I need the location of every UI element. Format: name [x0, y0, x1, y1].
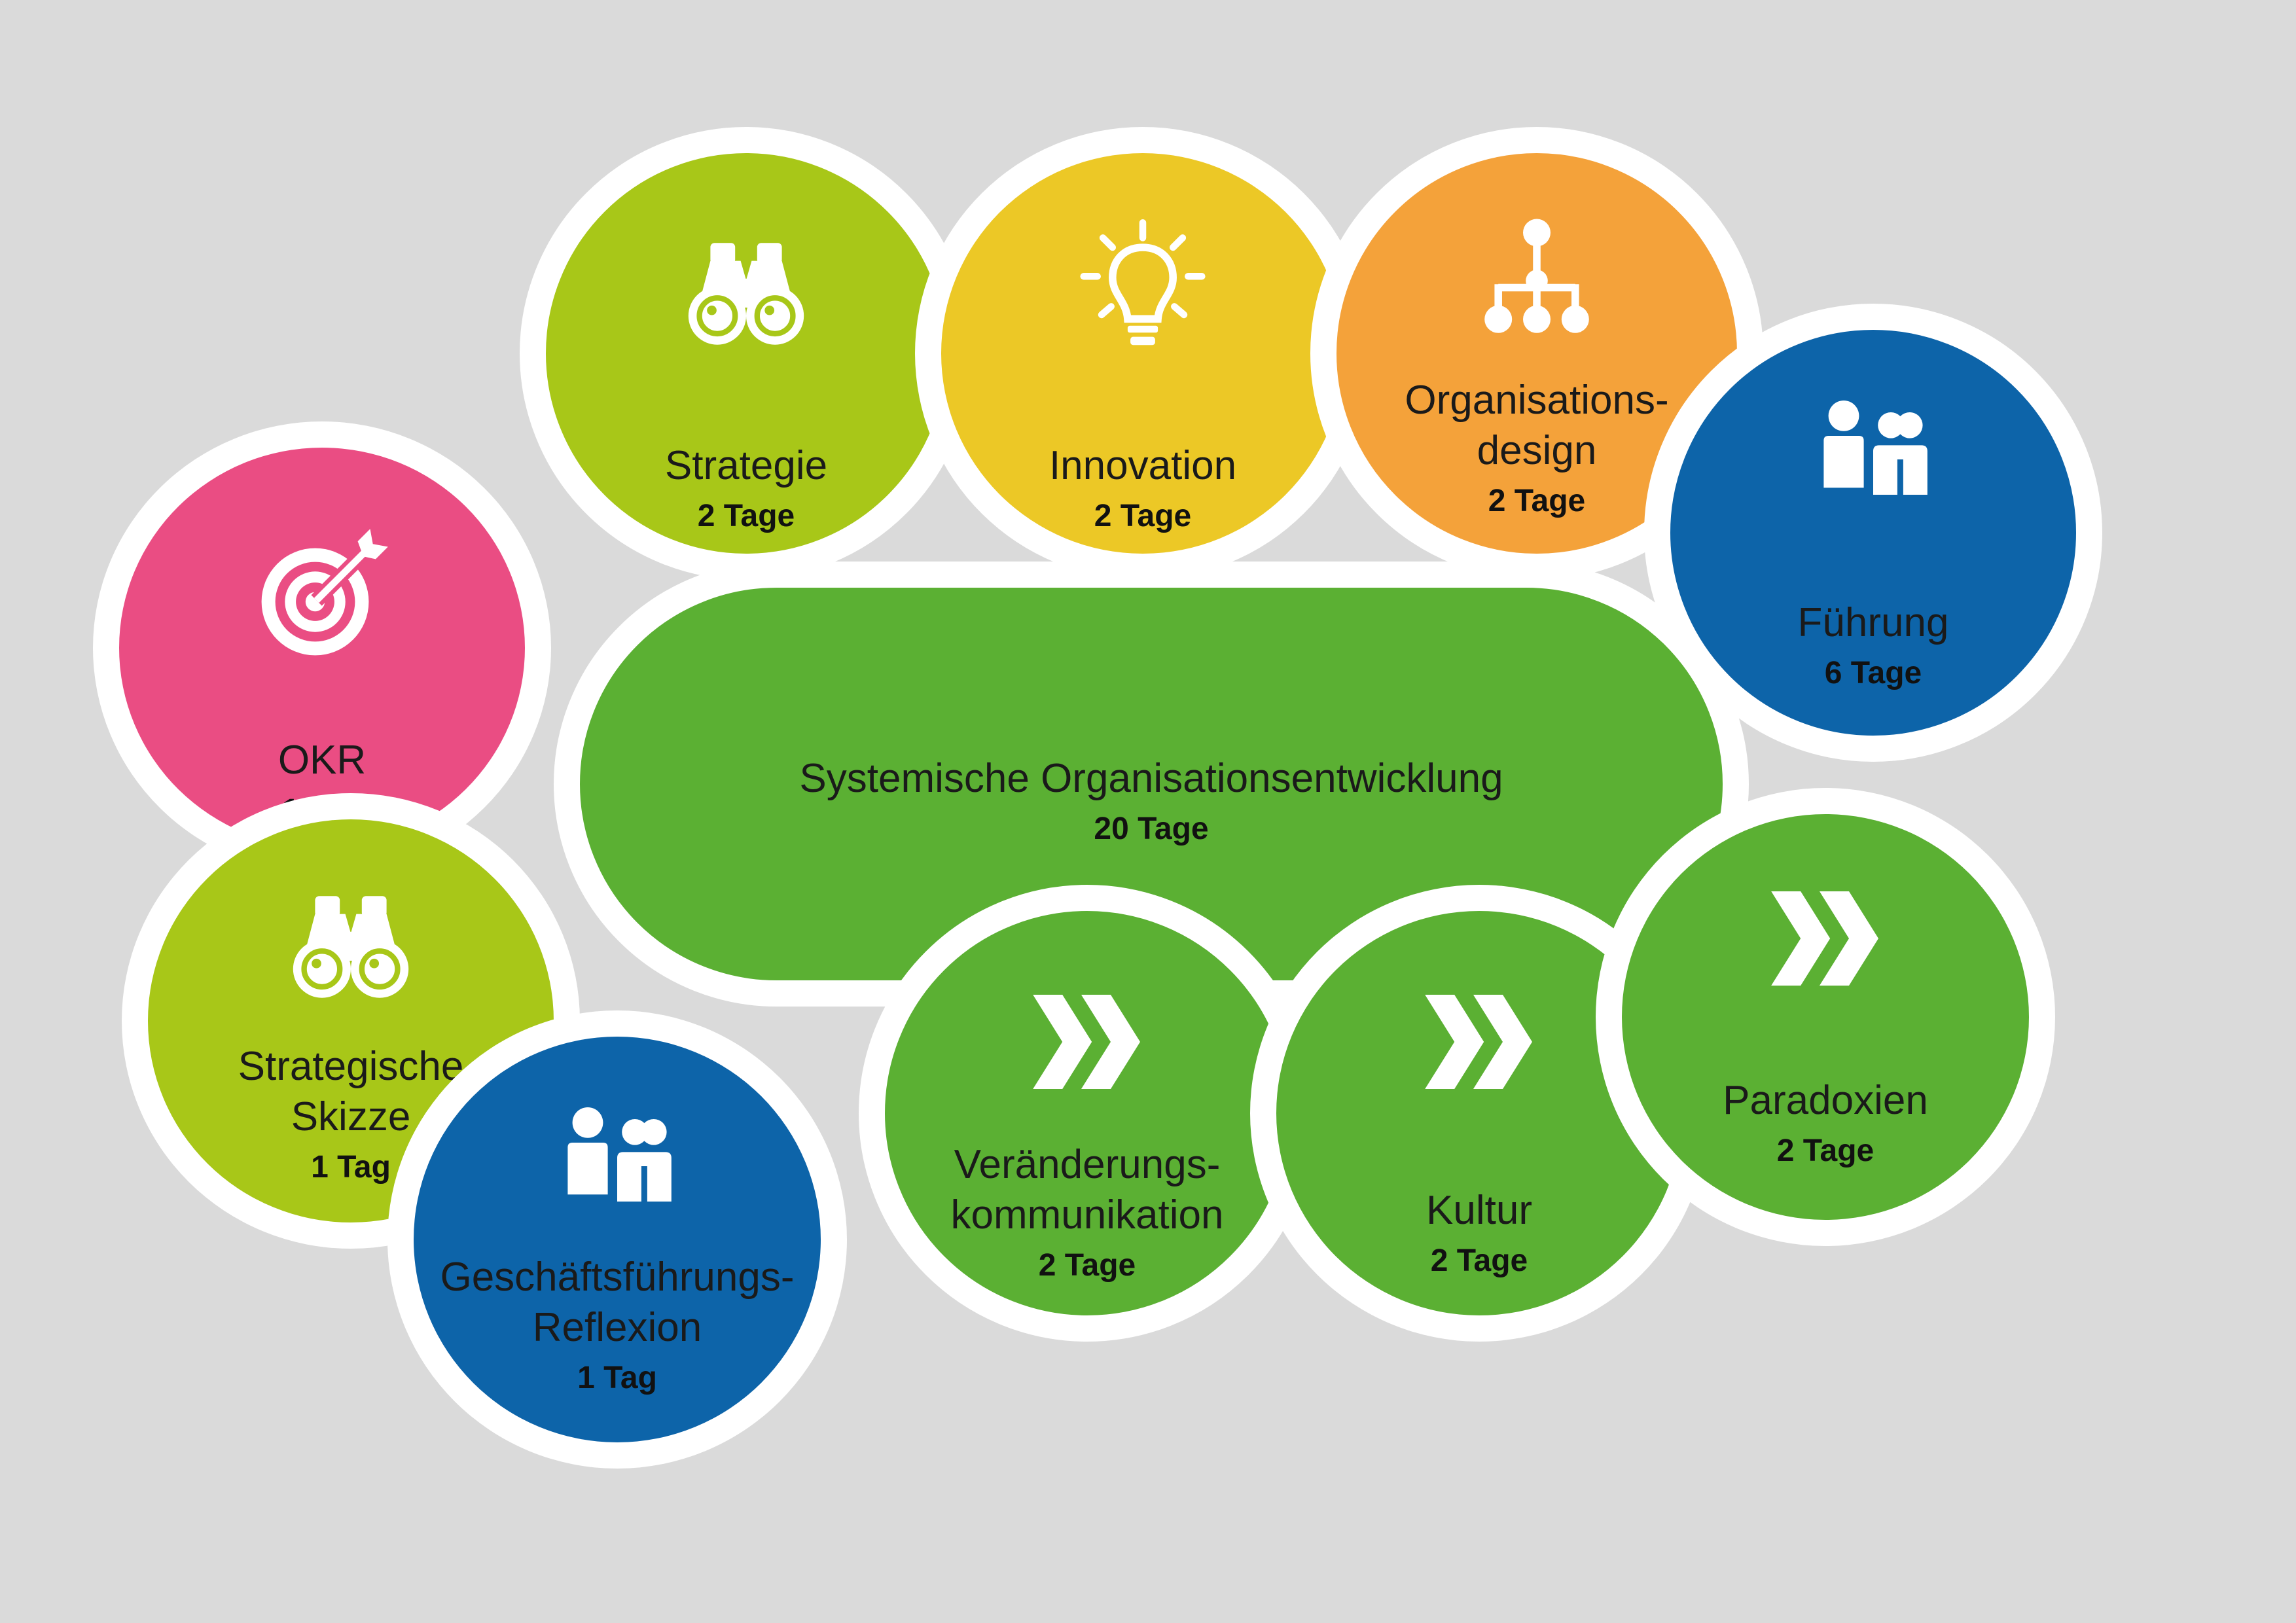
node-geschaeftsfuehrungs-reflexion: Geschäftsführungs-Reflexion 1 Tag: [387, 1010, 847, 1469]
people-icon: [558, 1096, 676, 1213]
node-title: Organisations-design: [1405, 376, 1668, 476]
node-title-line: kommunikation: [950, 1192, 1224, 1238]
node-strategie: Strategie 2 Tage: [520, 127, 973, 580]
node-title: Strategie: [665, 441, 827, 491]
node-title-line: Strategische: [238, 1044, 464, 1089]
node-title: Geschäftsführungs-Reflexion: [440, 1253, 794, 1353]
node-title: Führung: [1798, 598, 1949, 649]
binoculars-icon: [677, 225, 815, 363]
binoculars-icon: [282, 878, 420, 1016]
double-chevron-icon: [1028, 983, 1146, 1101]
double-chevron-icon: [1420, 983, 1538, 1101]
node-title: Paradoxien: [1723, 1076, 1928, 1126]
node-title-line: Führung: [1797, 600, 1949, 645]
node-duration: 2 Tage: [1776, 1133, 1874, 1168]
node-title: Veränderungs-kommunikation: [951, 1140, 1224, 1241]
node-duration: 2 Tage: [1430, 1243, 1528, 1278]
node-title: Innovation: [1049, 441, 1236, 491]
node-title-line: Reflexion: [532, 1304, 702, 1350]
node-title-line: Veränderungs-: [954, 1142, 1221, 1187]
target-icon: [253, 526, 391, 664]
node-title-line: Kultur: [1426, 1188, 1532, 1233]
node-veraenderungskommunikation: Veränderungs-kommunikation 2 Tage: [859, 885, 1316, 1342]
node-title-line: OKR: [278, 738, 367, 783]
node-okr: OKR 1 Tag: [93, 421, 551, 874]
node-title-line: Geschäftsführungs-: [440, 1255, 795, 1300]
node-paradoxien: Paradoxien 2 Tage: [1596, 788, 2055, 1246]
people-icon: [1814, 389, 1932, 507]
node-title-line: Skizze: [291, 1094, 411, 1139]
node-duration: 20 Tage: [1094, 811, 1209, 846]
node-duration: 2 Tage: [697, 498, 795, 533]
node-duration: 2 Tage: [1094, 498, 1192, 533]
lightbulb-icon: [1074, 219, 1211, 356]
node-title: Systemische Organisationsentwicklung: [799, 754, 1503, 804]
node-title-line: Innovation: [1049, 443, 1237, 488]
node-title-line: design: [1477, 427, 1597, 473]
node-duration: 1 Tag: [311, 1149, 391, 1185]
node-title-line: Strategie: [664, 443, 828, 488]
node-title-line: Paradoxien: [1723, 1078, 1928, 1123]
node-title: OKR: [278, 736, 366, 786]
double-chevron-icon: [1767, 880, 1884, 997]
org-chart-icon: [1468, 212, 1605, 349]
node-title-line: Systemische Organisationsentwicklung: [799, 756, 1503, 801]
node-duration: 1 Tag: [577, 1360, 657, 1395]
node-title-line: Organisations-: [1405, 378, 1669, 423]
node-fuehrung: Führung 6 Tage: [1644, 304, 2102, 762]
node-title: Kultur: [1426, 1186, 1532, 1236]
node-innovation: Innovation 2 Tage: [915, 127, 1371, 580]
node-duration: 6 Tage: [1824, 655, 1922, 690]
node-duration: 2 Tage: [1038, 1247, 1136, 1283]
node-duration: 2 Tage: [1488, 483, 1586, 518]
